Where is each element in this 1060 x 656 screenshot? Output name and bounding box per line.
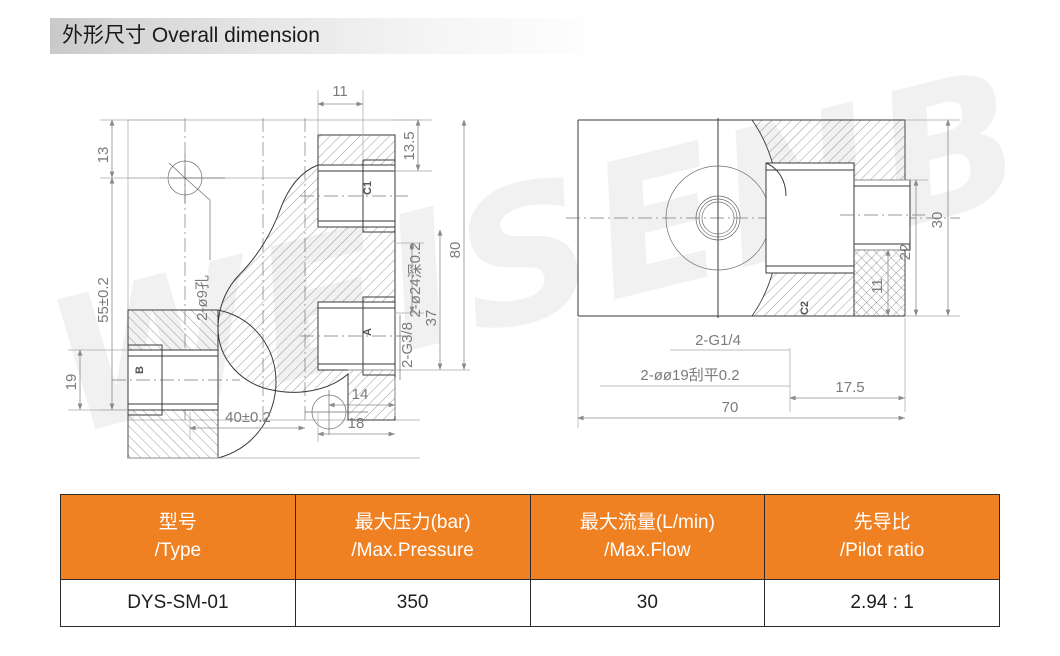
column-header-max-pressure-en: /Max.Pressure	[351, 540, 474, 561]
column-header-max-flow-cn: 最大流量(L/min)	[579, 512, 715, 534]
callout-2-phi19: 2-øø19刮平0.2	[640, 367, 739, 384]
dim-11-left: 11	[332, 83, 348, 100]
column-header-pilot-ratio-cn: 先导比	[853, 512, 911, 534]
column-header-max-flow: 最大流量(L/min) /Max.Flow	[529, 494, 766, 580]
column-header-type-cn: 型号	[158, 512, 197, 534]
left-drawing-group: 13 55±0.2 19 11 13.5 80 37 2-ø9孔 2-	[63, 83, 470, 459]
right-drawing-group: 2-G1/4 2-øø19刮平0.2 30 22 11 C2 17.5 70	[566, 118, 960, 428]
callout-2-g38: 2-G3/8	[399, 322, 416, 368]
callout-2-g14: 2-G1/4	[695, 332, 741, 349]
dim-22: 22	[897, 244, 914, 261]
table-row: DYS-SM-01 350 30 2.94 : 1	[60, 579, 1000, 627]
column-header-max-pressure: 最大压力(bar) /Max.Pressure	[294, 494, 531, 580]
dim-17p5: 17.5	[835, 379, 864, 396]
cell-pilot-ratio: 2.94 : 1	[764, 579, 1000, 627]
column-header-type: 型号 /Type	[60, 494, 296, 580]
port-label-c1: C1	[362, 181, 374, 195]
technical-drawings: 13 55±0.2 19 11 13.5 80 37 2-ø9孔 2-	[0, 60, 1060, 480]
column-header-max-pressure-cn: 最大压力(bar)	[354, 512, 471, 534]
table-header-row: 型号 /Type 最大压力(bar) /Max.Pressure 最大流量(L/…	[60, 494, 1000, 580]
port-label-b: B	[134, 366, 146, 374]
page-title: 外形尺寸 Overall dimension	[62, 24, 320, 47]
cell-max-flow: 30	[529, 579, 766, 627]
dim-37: 37	[423, 310, 440, 327]
callout-2-phi24: 2-ø24深0.2	[407, 242, 424, 317]
column-header-max-flow-en: /Max.Flow	[604, 540, 691, 561]
dim-11-right: 11	[869, 278, 886, 294]
section-header-bar	[50, 18, 610, 54]
cell-type: DYS-SM-01	[60, 579, 296, 627]
column-header-pilot-ratio: 先导比 /Pilot ratio	[764, 494, 1000, 580]
specification-table: 型号 /Type 最大压力(bar) /Max.Pressure 最大流量(L/…	[60, 494, 1000, 627]
dim-13p5: 13.5	[401, 131, 418, 160]
callout-2-phi9: 2-ø9孔	[194, 275, 211, 321]
dim-55: 55±0.2	[95, 277, 112, 323]
column-header-type-en: /Type	[154, 540, 202, 561]
port-label-a: A	[362, 328, 374, 336]
column-header-pilot-ratio-en: /Pilot ratio	[839, 540, 925, 561]
dim-70: 70	[722, 399, 739, 416]
dim-14: 14	[352, 386, 369, 403]
dim-13: 13	[95, 147, 112, 164]
dim-40: 40±0.2	[225, 409, 271, 426]
port-label-c2: C2	[799, 301, 811, 315]
dim-80: 80	[447, 242, 464, 259]
dim-18: 18	[348, 415, 365, 432]
dim-30: 30	[929, 212, 946, 229]
cell-max-pressure: 350	[294, 579, 531, 627]
dim-19: 19	[63, 374, 80, 391]
